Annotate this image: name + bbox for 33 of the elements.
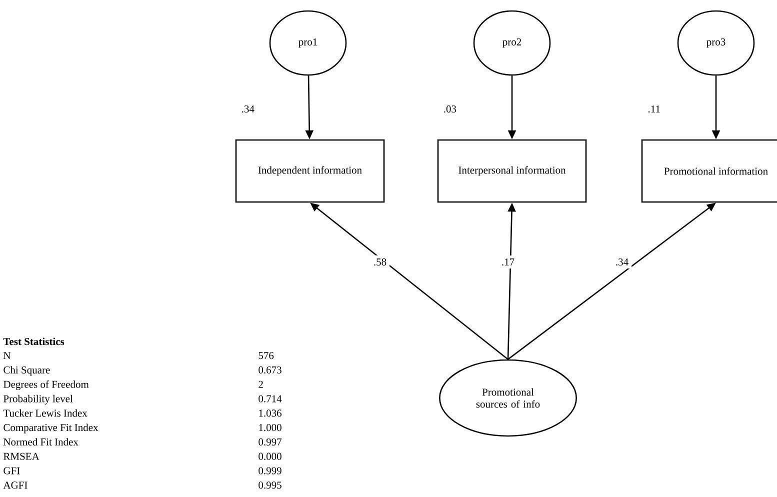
table-cell: 576 — [258, 352, 274, 360]
table-cell: 1.000 — [259, 424, 282, 432]
table-cell: AGFI — [3, 482, 28, 489]
table-cell: RMSEA — [4, 452, 40, 460]
table-cell: 0.714 — [258, 395, 282, 402]
observed-box: Interpersonal information — [437, 139, 587, 203]
table-title: Test Statistics — [3, 338, 64, 346]
observed-box: Promotional information — [641, 139, 777, 203]
table-cell: Normed Fit Index — [4, 438, 78, 446]
table-cell: GFI — [4, 467, 20, 474]
table-cell: 2 — [258, 380, 263, 388]
r-squared-value: .03 — [444, 105, 456, 113]
table-cell: N — [4, 352, 11, 359]
table-cell: 0.000 — [258, 452, 282, 460]
table-cell: 0.997 — [258, 438, 282, 446]
table-cell: 0.995 — [258, 482, 282, 489]
circle-node: pro1 — [269, 10, 347, 76]
table-cell: 0.673 — [258, 366, 282, 374]
table-cell: 1.036 — [259, 410, 282, 417]
table-cell: Chi Square — [4, 366, 50, 376]
observed-box: Independent information — [235, 139, 385, 203]
edge-label: .17 — [498, 255, 518, 269]
edge-label: .34 — [612, 255, 632, 269]
circle-node: pro3 — [677, 10, 755, 76]
circle-node: pro2 — [473, 10, 551, 76]
table-cell: 0.999 — [258, 467, 282, 474]
r-squared-value: .11 — [648, 105, 660, 113]
table-cell: Comparative Fit Index — [4, 424, 98, 434]
edge-label: .58 — [370, 255, 390, 269]
table-cell: Probability level — [4, 394, 73, 404]
table-cell: Tucker Lewis Index — [3, 409, 88, 417]
r-squared-value: .34 — [242, 105, 254, 113]
table-cell: Degrees of Freedom — [4, 380, 89, 390]
